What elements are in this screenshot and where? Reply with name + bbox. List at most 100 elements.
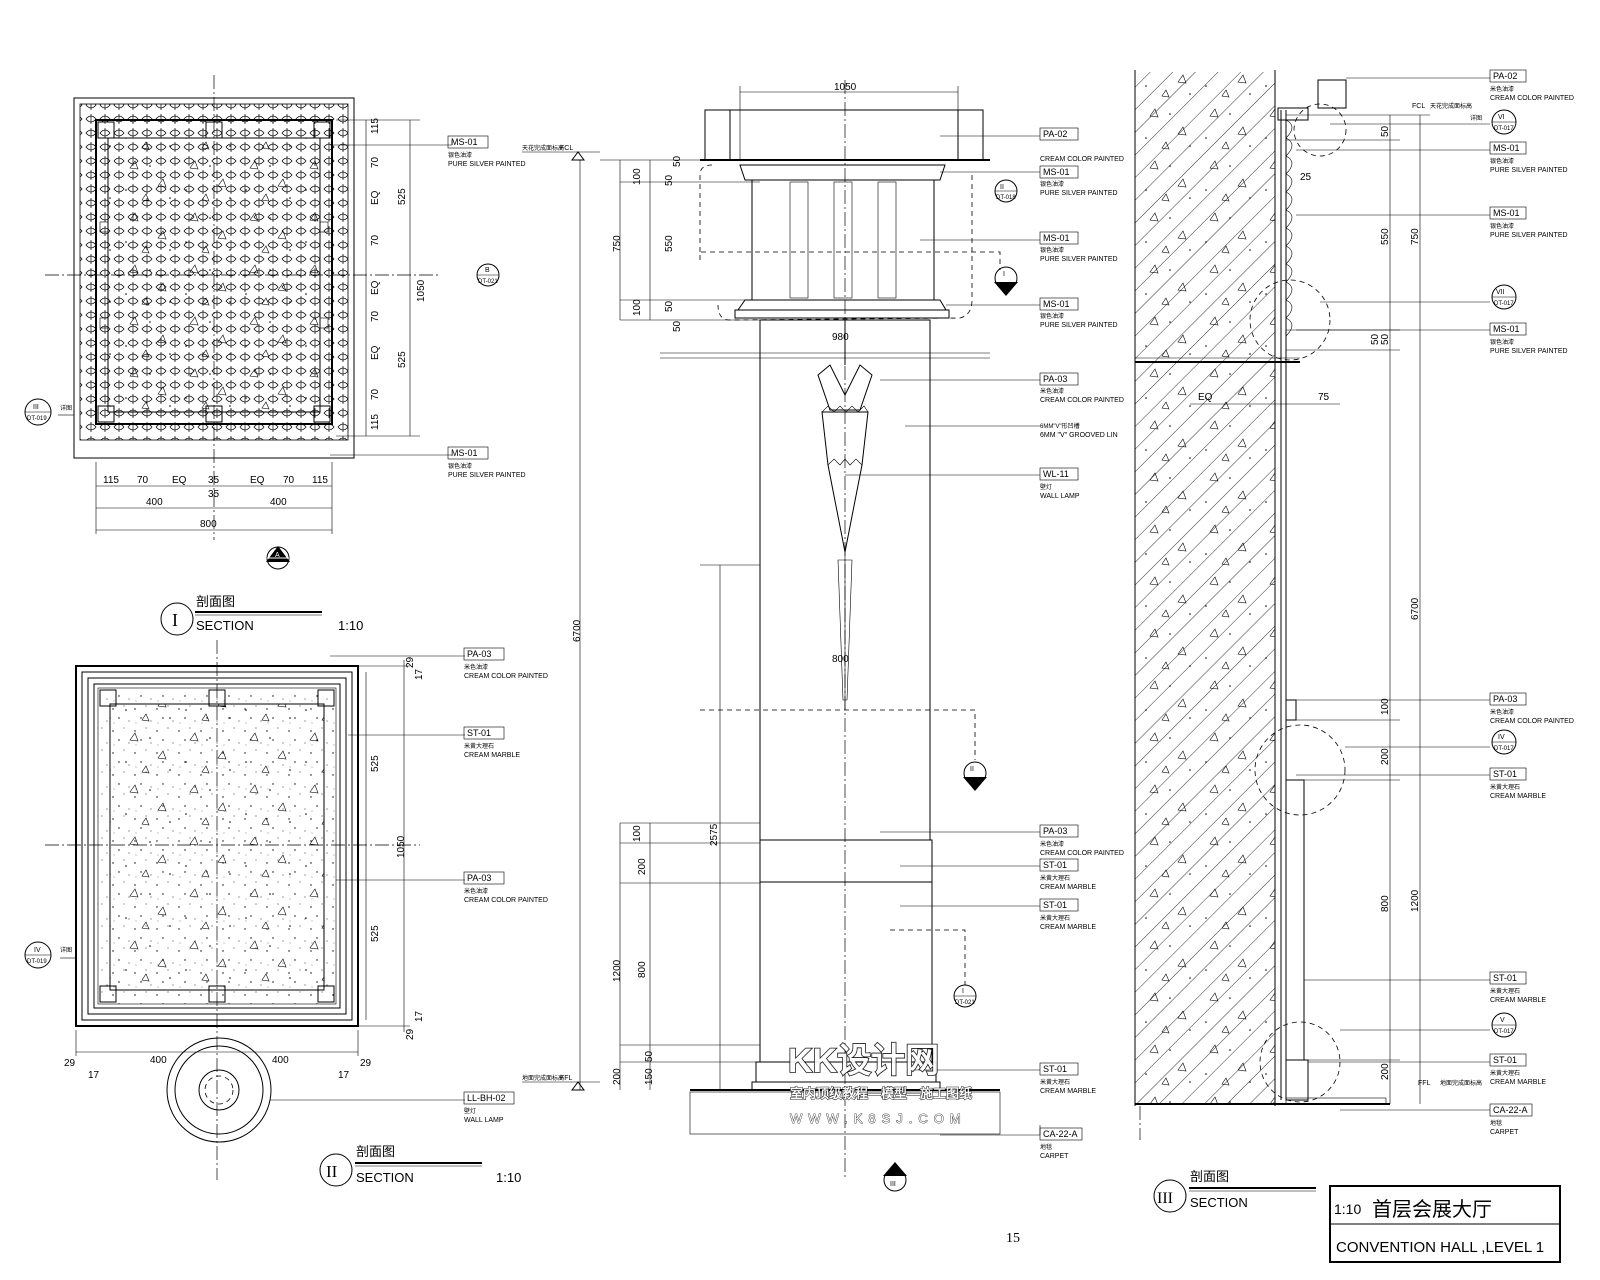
sec3-tag-8-code: CA-22-A <box>1493 1105 1528 1115</box>
dim-i-r2: EQ <box>370 190 381 205</box>
sec3-eq-dim: 75 <box>1318 392 1330 403</box>
dim-i-b2: EQ <box>172 475 187 486</box>
marker-a-letter: A <box>275 552 280 559</box>
elev-l0: 50 <box>672 155 683 167</box>
detail-ii-label: 详图 <box>60 946 72 954</box>
column-elevation <box>522 80 1041 1180</box>
sec3-tag-8-zh: 地毯 <box>1490 1119 1502 1127</box>
dim-i-b0: 115 <box>103 475 119 486</box>
elev-tag-11-zh: 地毯 <box>1040 1143 1052 1151</box>
elev-tag-3-en: PURE SILVER PAINTED <box>1040 322 1118 329</box>
elev-b6: 50 <box>644 1050 655 1062</box>
sec3-tag-7-en: CREAM MARBLE <box>1490 1079 1546 1086</box>
section-i-title-zh: 剖面图 <box>196 594 235 609</box>
dim-ii-r2: 525 <box>370 925 381 942</box>
section-i-marker-a: A <box>266 546 290 570</box>
elevation-dims: 1050 天花完成面标高 FCL 地面完成面标高 FFL 50 100 50 7… <box>522 82 857 1085</box>
detail-i-ref: DT-019 <box>27 416 47 422</box>
elev-ffl: FFL <box>560 1075 573 1082</box>
sec3-det-1-num: VII <box>1496 289 1505 296</box>
elev-tag-5-zh: 6MM"V"形凹槽 <box>1040 422 1080 430</box>
sec3-tag-1-zh: 银色油漆 <box>1490 157 1514 165</box>
tag-ii-1-en: CREAM MARBLE <box>464 752 520 759</box>
sec3-tag-1-code: MS-01 <box>1493 143 1520 153</box>
elev-tag-6-code: WL-11 <box>1043 469 1069 479</box>
sec3-d6: 6700 <box>1410 597 1421 620</box>
sec3-tag-2-zh: 银色油漆 <box>1490 222 1514 230</box>
section-iii <box>1134 70 1490 1140</box>
section-ii-wall-lamp <box>166 1037 272 1143</box>
sec3-d1: 25 <box>1300 172 1312 183</box>
dim-i-r8: 115 <box>370 414 381 430</box>
dim-ii-b4: 17 <box>338 1070 350 1081</box>
elev-l2: 50 <box>664 174 675 186</box>
tag-ii-1-code: ST-01 <box>467 728 491 738</box>
elev-tag-5-en: 6MM "V" GROOVED LIN <box>1040 432 1118 439</box>
sec3-tag-4-en: CREAM COLOR PAINTED <box>1490 718 1574 725</box>
section-ii-plan <box>45 640 465 1180</box>
elev-tag-0-en: CREAM COLOR PAINTED <box>1040 156 1124 163</box>
sec3-d5: 750 <box>1410 228 1421 245</box>
section-i-title-en: SECTION <box>196 618 254 633</box>
elev-tag-3-code: MS-01 <box>1043 299 1070 309</box>
elev-tag-10-code: ST-01 <box>1043 1064 1067 1074</box>
sec3-det-3-num: V <box>1500 1017 1505 1024</box>
elev-w1: 800 <box>832 654 849 665</box>
tag-i-0-en: PURE SILVER PAINTED <box>448 161 526 168</box>
elev-tag-4-zh: 米色油漆 <box>1040 387 1064 395</box>
elev-tag-1-code: MS-01 <box>1043 167 1070 177</box>
dim-ii-b5: 29 <box>360 1058 372 1069</box>
sec3-eq: EQ <box>1198 392 1213 403</box>
dim-i-m1: 35 <box>208 489 220 500</box>
elev-tag-8-code: ST-01 <box>1043 860 1067 870</box>
elev-tag-1-zh: 银色油漆 <box>1040 180 1064 188</box>
elev-marker-ref: DT-018 <box>996 195 1016 201</box>
dim-ii-b3: 400 <box>272 1055 289 1066</box>
elev-l1: 100 <box>632 168 643 185</box>
watermark-brand: KK设计网 <box>788 1042 939 1080</box>
dim-i-m2: 400 <box>270 497 287 508</box>
title-en: CONVENTION HALL ,LEVEL 1 <box>1336 1239 1544 1256</box>
elev-tag-8-zh: 米黄大理石 <box>1040 874 1070 882</box>
sec3-tag-4-code: PA-03 <box>1493 694 1517 704</box>
elevation-tags: PA-02 CREAM COLOR PAINTED MS-01 银色油漆 PUR… <box>1039 127 1124 1160</box>
tag-ii-3-en: WALL LAMP <box>464 1117 504 1124</box>
elev-l6: 50 <box>664 300 675 312</box>
tag-i-0-code: MS-01 <box>451 137 478 147</box>
sec3-tag-3-zh: 银色油漆 <box>1490 338 1514 346</box>
title-scale: 1:10 <box>1334 1201 1361 1217</box>
elev-tag-7-code: PA-03 <box>1043 826 1067 836</box>
tag-ii-0-en: CREAM COLOR PAINTED <box>464 673 548 680</box>
dim-i-b5: 70 <box>283 475 295 486</box>
elev-top-dim: 1050 <box>834 82 857 93</box>
elev-tag-11-code: CA-22-A <box>1043 1129 1078 1139</box>
section-ii-detail-marker: IV DT-019 详图 <box>24 941 72 969</box>
sec3-tag-7-zh: 米黄大理石 <box>1490 1069 1520 1077</box>
sec3-tag-4-zh: 米色油漆 <box>1490 708 1514 716</box>
section-ii-num: II <box>326 1162 338 1181</box>
tag-ii-2-en: CREAM COLOR PAINTED <box>464 897 548 904</box>
tag-ii-0-code: PA-03 <box>467 649 491 659</box>
marker-b-letter: B <box>485 267 490 274</box>
elev-tag-4-code: PA-03 <box>1043 374 1067 384</box>
sec3-d11: 200 <box>1380 1063 1391 1080</box>
section-iii-title-zh: 剖面图 <box>1190 1169 1229 1184</box>
elev-ffl-zh: 地面完成面标高 <box>522 1074 564 1082</box>
watermark: KK设计网 室内顶级教程—模型—施工图纸 WWW.K8SJ.COM <box>787 1041 972 1126</box>
dim-i-b3: 35 <box>208 475 220 486</box>
watermark-url: WWW.K8SJ.COM <box>790 1111 967 1126</box>
tag-ii-1-zh: 米黄大理石 <box>464 742 494 750</box>
elev-l5: 100 <box>632 299 643 316</box>
title-block: 1:10 首层会展大厅 CONVENTION HALL ,LEVEL 1 <box>1329 1185 1561 1263</box>
sec3-tag-5-en: CREAM MARBLE <box>1490 793 1546 800</box>
sec3-tag-5-code: ST-01 <box>1493 769 1517 779</box>
section-i-marker-b: B DT-021 <box>476 263 500 287</box>
dim-i-o2: 525 <box>397 351 408 368</box>
dim-ii-t0: 29 <box>405 656 416 668</box>
tag-ii-2-zh: 米色油漆 <box>464 887 488 895</box>
detail-i-label: 详图 <box>60 404 72 412</box>
section-ii-dims: 29 17 525 1050 525 17 29 29 17 400 400 1… <box>64 656 425 1081</box>
sec3-ffl-zh: 地面完成面标高 <box>1440 1079 1482 1087</box>
elev-marker-iii: III <box>890 1181 896 1188</box>
